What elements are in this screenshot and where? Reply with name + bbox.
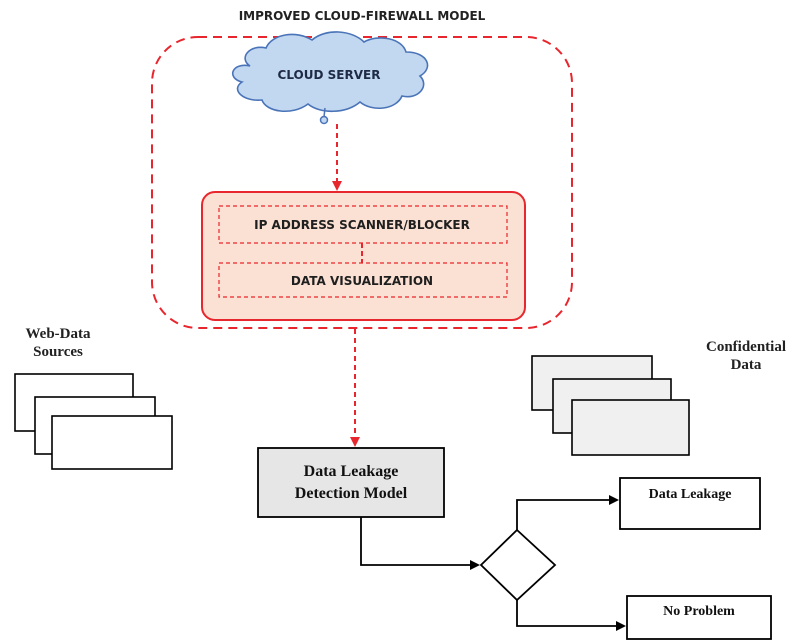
visualization-label: DATA VISUALIZATION <box>291 274 433 288</box>
leakage-label: Data Leakage <box>649 487 732 502</box>
detection-to-decision-connector <box>360 517 480 570</box>
confidential-label-line1: Confidential <box>706 339 786 355</box>
decision-diamond <box>479 528 557 602</box>
visualization-box <box>218 262 508 298</box>
no-problem-box <box>626 595 772 640</box>
web-data-label-line2: Sources <box>33 344 83 360</box>
firewall-title: IMPROVED CLOUD-FIREWALL MODEL <box>239 9 486 23</box>
confidential-label-line2: Data <box>731 357 762 373</box>
leakage-box <box>619 477 761 530</box>
detection-model-box <box>257 447 445 518</box>
decision-to-no-problem-arrow <box>516 600 626 631</box>
web-data-label-line1: Web-Data <box>26 326 91 342</box>
confidential-documents <box>531 355 690 456</box>
web-data-documents <box>14 373 173 470</box>
firewall-boundary <box>151 36 573 329</box>
web-doc-3 <box>51 415 173 470</box>
scanner-label: IP ADDRESS SCANNER/BLOCKER <box>254 218 470 232</box>
cloud-server-icon <box>231 31 429 125</box>
cloud-server-label: CLOUD SERVER <box>278 68 381 82</box>
firewall-module <box>201 191 526 321</box>
decision-to-leakage-arrow <box>516 495 619 530</box>
confidential-doc-3 <box>571 399 690 456</box>
detection-model-label-line1: Data Leakage <box>304 463 399 480</box>
no-problem-label: No Problem <box>663 604 735 619</box>
detection-model-label-line2: Detection Model <box>295 485 408 502</box>
